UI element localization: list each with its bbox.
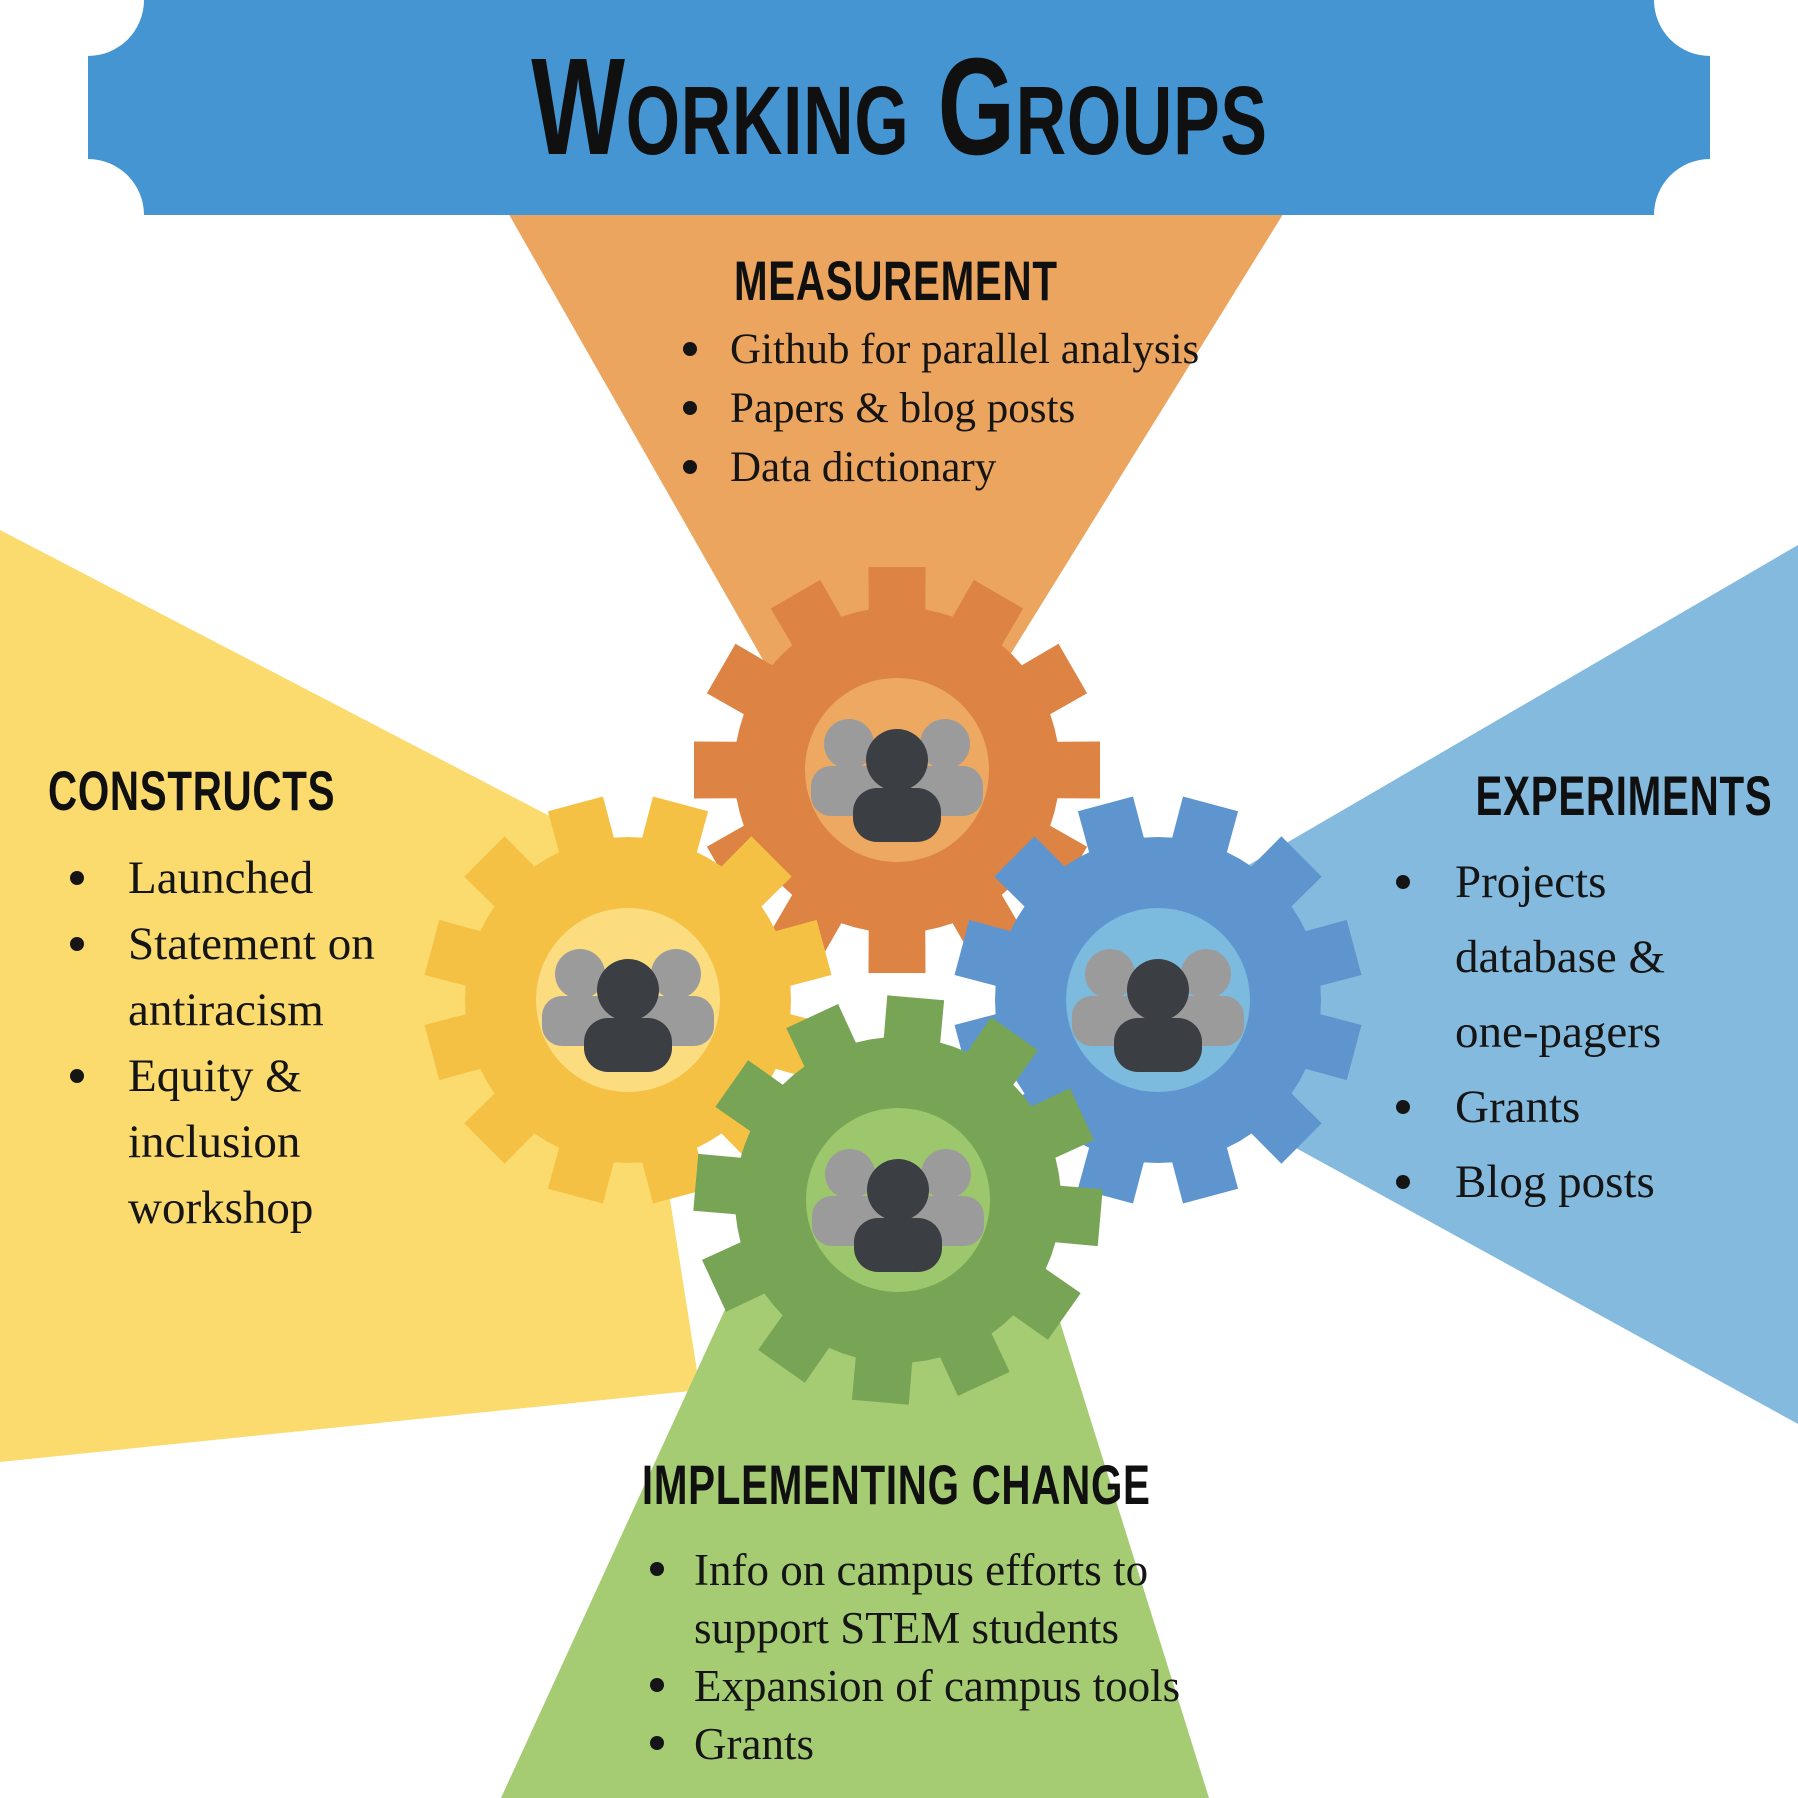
bullet-dot (1396, 875, 1410, 889)
bullet-dot (1396, 1175, 1410, 1189)
implementing-change-heading: IMPLEMENTING CHANGE (641, 1453, 1151, 1516)
measurement-heading: MEASUREMENT (734, 249, 1058, 312)
bullet-dot (650, 1678, 664, 1692)
list-item: Launched (70, 845, 442, 911)
bullet-dot (70, 871, 84, 885)
list-item: Info on campus efforts to support STEM s… (650, 1541, 1290, 1657)
page-title: Working Groups (88, 32, 1710, 182)
implementing-gear-icon (693, 995, 1103, 1405)
list-item: Github for parallel analysis (683, 320, 1323, 379)
list-item: Statement on antiracism (70, 911, 442, 1043)
measurement-gear-icon (694, 567, 1100, 973)
experiments-wedge (1240, 545, 1798, 1424)
list-item: Grants (650, 1715, 1290, 1773)
page-title-text: Working Groups (530, 30, 1268, 184)
bullet-dot (70, 937, 84, 951)
bullet-dot (70, 1069, 84, 1083)
bullet-dot (683, 401, 697, 415)
experiments-heading: EXPERIMENTS (1475, 764, 1772, 827)
list-item: Equity & inclusion workshop (70, 1043, 442, 1241)
implementing-change-list: Info on campus efforts to support STEM s… (650, 1541, 1290, 1773)
experiments-list: Projects database & one-pagers Grants Bl… (1396, 845, 1726, 1220)
constructs-heading: CONSTRUCTS (48, 759, 336, 822)
bullet-dot (650, 1562, 664, 1576)
implementing-wedge (501, 1255, 1209, 1798)
bullet-dot (1396, 1100, 1410, 1114)
measurement-list: Github for parallel analysis Papers & bl… (683, 320, 1323, 497)
list-item: Data dictionary (683, 438, 1323, 497)
constructs-wedge (0, 530, 700, 1462)
list-item: Papers & blog posts (683, 379, 1323, 438)
list-item: Blog posts (1396, 1145, 1726, 1220)
list-item: Expansion of campus tools (650, 1657, 1290, 1715)
constructs-list: Launched Statement on antiracism Equity … (70, 845, 442, 1241)
list-item: Projects database & one-pagers (1396, 845, 1726, 1070)
bullet-dot (683, 342, 697, 356)
bullet-dot (650, 1736, 664, 1750)
bullet-dot (683, 460, 697, 474)
title-banner (88, 0, 1710, 215)
measurement-wedge (495, 190, 1298, 865)
list-item: Grants (1396, 1070, 1726, 1145)
